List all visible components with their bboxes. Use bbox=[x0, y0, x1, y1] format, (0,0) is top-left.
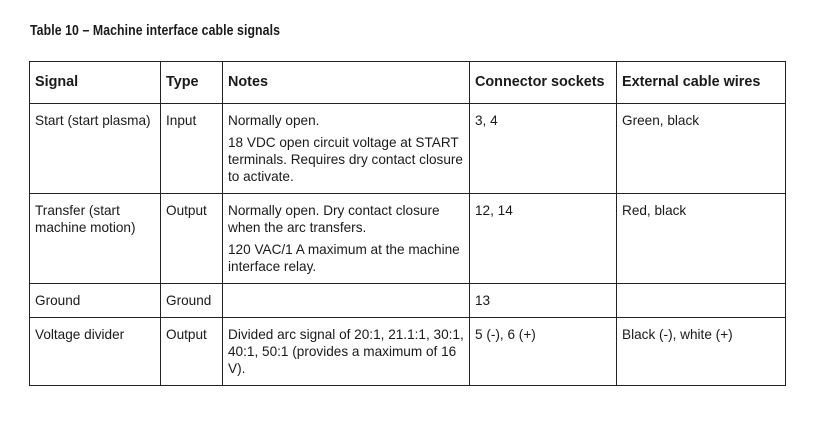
cell-notes: Normally open. Dry contact closure when … bbox=[222, 193, 470, 284]
note-text: 120 VAC/1 A maximum at the machine inter… bbox=[228, 242, 460, 274]
cell-notes: Normally open. 18 VDC open circuit volta… bbox=[222, 103, 470, 194]
table-row: Ground Ground 13 bbox=[29, 283, 786, 318]
table-caption: Table 10 – Machine interface cable signa… bbox=[30, 22, 281, 39]
cell-notes bbox=[222, 283, 470, 318]
header-external-cable-wires: External cable wires bbox=[616, 61, 786, 104]
note-text: 18 VDC open circuit voltage at START ter… bbox=[228, 135, 463, 184]
cell-wires: Red, black bbox=[616, 193, 786, 284]
header-notes: Notes bbox=[222, 61, 470, 104]
table-row: Start (start plasma) Input Normally open… bbox=[29, 103, 786, 194]
cell-wires bbox=[616, 283, 786, 318]
cell-wires: Green, black bbox=[616, 103, 786, 194]
table-row: Transfer (start machine motion) Output N… bbox=[29, 193, 786, 284]
header-row: Signal Type Notes Connector sockets Exte… bbox=[29, 61, 786, 104]
cell-signal: Start (start plasma) bbox=[29, 103, 161, 194]
table-row: Voltage divider Output Divided arc signa… bbox=[29, 317, 786, 386]
header-signal: Signal bbox=[29, 61, 161, 104]
cell-signal: Ground bbox=[29, 283, 161, 318]
cell-sockets: 13 bbox=[469, 283, 617, 318]
note-text: Normally open. bbox=[228, 113, 320, 128]
cell-notes: Divided arc signal of 20:1, 21.1:1, 30:1… bbox=[222, 317, 470, 386]
cell-sockets: 12, 14 bbox=[469, 193, 617, 284]
cell-type: Output bbox=[160, 317, 223, 386]
cell-type: Ground bbox=[160, 283, 223, 318]
header-type: Type bbox=[160, 61, 223, 104]
header-connector-sockets: Connector sockets bbox=[469, 61, 617, 104]
cell-type: Output bbox=[160, 193, 223, 284]
cell-signal: Transfer (start machine motion) bbox=[29, 193, 161, 284]
cell-wires: Black (-), white (+) bbox=[616, 317, 786, 386]
note-text: Divided arc signal of 20:1, 21.1:1, 30:1… bbox=[228, 327, 464, 376]
note-text: Normally open. Dry contact closure when … bbox=[228, 203, 440, 235]
signals-table: Signal Type Notes Connector sockets Exte… bbox=[29, 61, 786, 386]
cell-type: Input bbox=[160, 103, 223, 194]
cell-signal: Voltage divider bbox=[29, 317, 161, 386]
cell-sockets: 3, 4 bbox=[469, 103, 617, 194]
cell-sockets: 5 (-), 6 (+) bbox=[469, 317, 617, 386]
